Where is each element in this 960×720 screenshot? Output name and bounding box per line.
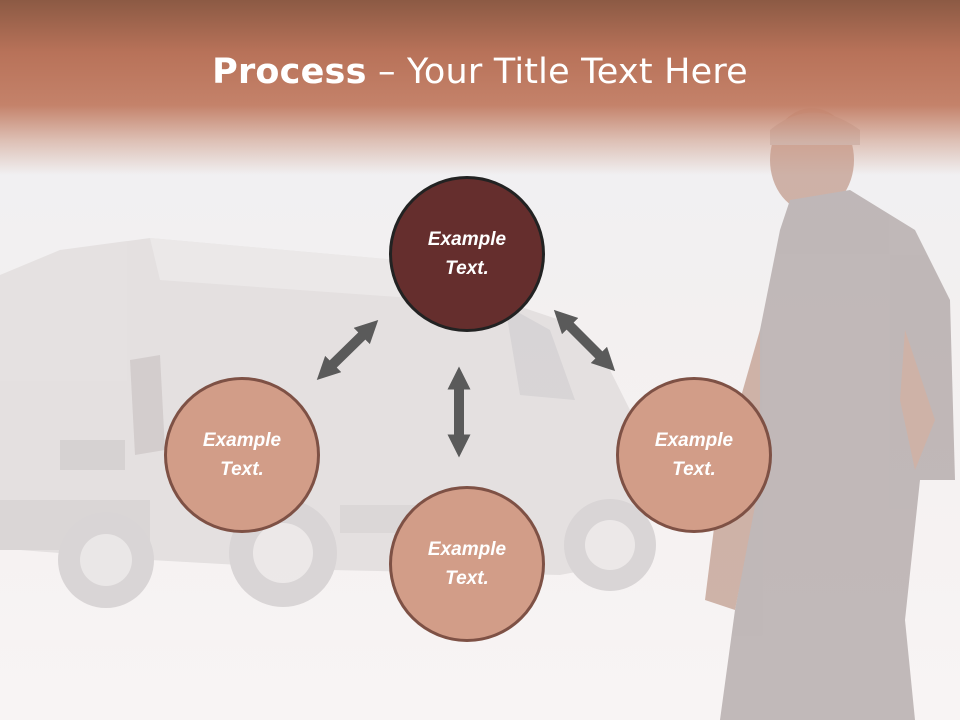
title-bold: Process <box>212 52 367 92</box>
node-label: Example Text. <box>427 229 507 279</box>
double-arrow-icon <box>553 309 616 372</box>
double-arrow-icon <box>316 319 379 381</box>
process-node-right: Example Text. <box>616 377 772 533</box>
process-node-bottom: Example Text. <box>389 486 545 642</box>
node-label: Example Text. <box>202 430 282 480</box>
slide-title: Process – Your Title Text Here <box>0 52 960 92</box>
process-node-top: Example Text. <box>389 176 545 332</box>
node-label: Example Text. <box>427 539 507 589</box>
process-node-left: Example Text. <box>164 377 320 533</box>
node-label: Example Text. <box>654 430 734 480</box>
header-band <box>0 0 960 175</box>
title-rest: – Your Title Text Here <box>366 52 748 92</box>
